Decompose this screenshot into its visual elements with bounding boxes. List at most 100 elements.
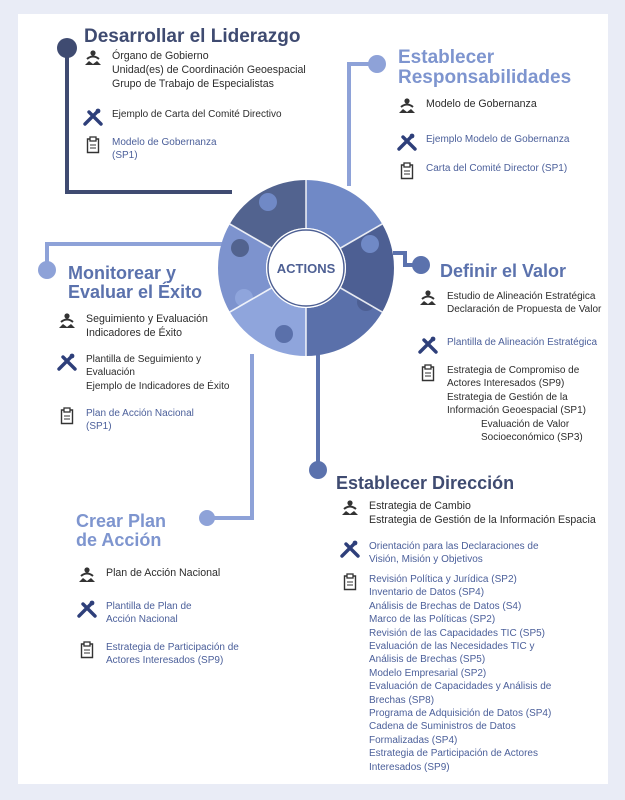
connector-responsabilidades — [347, 62, 377, 186]
governance-icon — [56, 313, 78, 329]
document-icon — [56, 407, 78, 425]
item-text: Carta del Comité Director (SP1) — [426, 163, 568, 174]
diagram-card — [18, 14, 608, 784]
tools-icon — [339, 540, 361, 558]
tools-icon — [417, 336, 439, 354]
item-text: Orientación para las Declaraciones de — [369, 541, 539, 552]
node-monitorear — [38, 261, 56, 279]
item-text: Estudio de Alineación Estratégica — [447, 291, 596, 302]
monitorear-governance: Seguimiento y Evaluación Indicadores de … — [56, 313, 208, 341]
document-icon — [82, 136, 104, 154]
governance-icon — [417, 290, 439, 306]
title-line: de Acción — [76, 529, 162, 550]
item-text: Plan de Acción Nacional — [106, 567, 221, 579]
item-text: Formalizadas (SP4) — [369, 734, 458, 746]
connector-liderazgo — [65, 48, 232, 194]
item-text: Estrategia de Cambio — [369, 500, 471, 512]
item-text: Estrategia de Participación de — [106, 642, 239, 653]
item-text: Brechas (SP8) — [369, 694, 435, 706]
title-plan: Crear Plan de Acción — [76, 512, 166, 550]
governance-icon — [396, 98, 418, 114]
node-direccion — [309, 461, 327, 479]
item-text: Unidad(es) de Coordinación Geoespacial — [112, 63, 306, 76]
tools-icon — [396, 133, 418, 151]
document-icon — [396, 162, 418, 180]
puzzle-ring: ACTIONS — [218, 180, 394, 356]
node-valor — [412, 256, 430, 274]
item-text: Plantilla de Alineación Estratégica — [447, 337, 598, 348]
item-text: Modelo Empresarial (SP2) — [369, 667, 487, 679]
item-text: Actores Interesados (SP9) — [106, 655, 224, 667]
governance-icon — [82, 50, 104, 66]
item-text: Visión, Misión y Objetivos — [369, 554, 483, 566]
item-text: Modelo de Gobernanza — [112, 137, 217, 148]
title-line: Crear Plan — [76, 511, 167, 531]
item-text: Socioeconómico (SP3) — [481, 432, 583, 444]
node-responsabilidades — [368, 55, 386, 73]
item-text: Órgano de Gobierno — [112, 50, 209, 62]
puzzle-piece-top-right — [306, 180, 383, 248]
responsabilidades-governance: Modelo de Gobernanza — [396, 98, 537, 114]
document-icon — [417, 364, 439, 382]
monitorear-tools: Plantilla de Seguimiento y Evaluación Ej… — [56, 353, 229, 393]
item-text: Estrategia de Compromiso de — [447, 365, 580, 376]
title-monitorear: Monitorear y Evaluar el Éxito — [68, 264, 202, 302]
item-text: Revisión Política y Jurídica (SP2) — [369, 574, 517, 585]
item-text: Interesados (SP9) — [369, 761, 450, 773]
connector-plan — [207, 354, 254, 520]
item-text: Análisis de Brechas (SP5) — [369, 654, 486, 666]
item-text: Seguimiento y Evaluación — [86, 313, 208, 325]
title-liderazgo: Desarrollar el Liderazgo — [84, 26, 301, 47]
title-direccion: Establecer Dirección — [336, 473, 515, 493]
responsabilidades-tools: Ejemplo Modelo de Gobernanza — [396, 133, 569, 151]
direccion-tools: Orientación para las Declaraciones de Vi… — [339, 540, 539, 567]
direccion-governance: Estrategia de Cambio Estrategia de Gesti… — [339, 500, 596, 528]
governance-icon — [76, 567, 98, 583]
valor-tools: Plantilla de Alineación Estratégica — [417, 336, 597, 354]
monitorear-docs: Plan de Acción Nacional (SP1) — [56, 407, 194, 434]
item-text: Estrategia de Gestión de la — [447, 391, 568, 403]
center-label: ACTIONS — [277, 261, 336, 276]
item-text: Acción Nacional — [106, 614, 178, 626]
item-text: Inventario de Datos (SP4) — [369, 587, 485, 599]
item-text: Grupo de Trabajo de Especialistas — [112, 77, 274, 90]
item-text: Actores Interesados (SP9) — [447, 378, 565, 390]
direccion-docs: Revisión Política y Jurídica (SP2) Inven… — [339, 573, 551, 774]
plan-docs: Estrategia de Participación de Actores I… — [76, 641, 239, 668]
node-liderazgo — [57, 38, 77, 58]
item-text: (SP1) — [112, 150, 138, 162]
title-line: Establecer — [398, 47, 495, 68]
item-text: Evaluación de las Necesidades TIC y — [369, 641, 535, 653]
title-line: Evaluar el Éxito — [68, 281, 203, 302]
item-text: Modelo de Gobernanza — [426, 98, 537, 110]
puzzle-piece-right — [340, 224, 394, 312]
item-text: Plantilla de Seguimiento y — [86, 354, 202, 365]
item-text: Plantilla de Plan de — [106, 601, 192, 612]
puzzle-piece-top-left — [229, 180, 306, 248]
item-text: Marco de las Políticas (SP2) — [369, 614, 496, 626]
tools-icon — [76, 600, 98, 618]
item-text: Información Geoespacial (SP1) — [447, 405, 586, 417]
liderazgo-governance: Órgano de Gobierno Unidad(es) de Coordin… — [82, 50, 306, 91]
item-text: Evaluación de Valor — [481, 418, 570, 430]
title-responsabilidades: Establecer Responsabilidades — [398, 48, 571, 88]
item-text: Cadena de Suministros de Datos — [369, 721, 516, 733]
governance-icon — [339, 500, 361, 516]
liderazgo-docs: Modelo de Gobernanza (SP1) — [82, 136, 217, 163]
responsabilidades-docs: Carta del Comité Director (SP1) — [396, 162, 567, 180]
item-text: Indicadores de Éxito — [86, 326, 182, 339]
item-text: Ejemplo de Indicadores de Éxito — [86, 380, 230, 392]
tools-icon — [56, 353, 78, 371]
document-icon — [76, 641, 98, 659]
item-text: Revisión de las Capacidades TIC (SP5) — [369, 627, 546, 639]
item-text: Declaración de Propuesta de Valor — [447, 304, 602, 316]
item-text: Ejemplo de Carta del Comité Directivo — [112, 109, 282, 120]
valor-docs: Estrategia de Compromiso de Actores Inte… — [417, 364, 586, 444]
item-text: Evaluación de Capacidades y Análisis de — [369, 681, 552, 693]
item-text: Estrategia de Participación de Actores — [369, 748, 538, 760]
item-text: Programa de Adquisición de Datos (SP4) — [369, 708, 552, 720]
item-text: (SP1) — [86, 421, 112, 433]
item-text: Análisis de Brechas de Datos (S4) — [369, 600, 522, 612]
node-plan — [199, 510, 215, 526]
